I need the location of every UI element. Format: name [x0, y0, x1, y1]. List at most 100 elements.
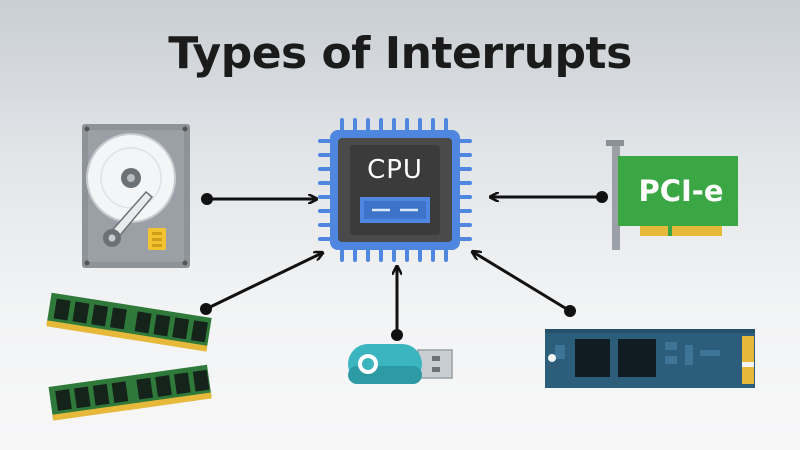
- ssd-controller-chip: [575, 339, 610, 377]
- cpu-pin: [458, 195, 472, 199]
- hdd-connector-pin: [152, 238, 162, 241]
- ssd-connector-notch: [742, 362, 754, 367]
- ram-chip: [190, 320, 208, 343]
- m2-ssd-icon: [545, 329, 755, 388]
- hdd-connector-pin: [152, 244, 162, 247]
- arrow-ram-to-cpu: [200, 253, 322, 315]
- ram-chip: [53, 298, 71, 321]
- ram-chip: [91, 304, 109, 327]
- cpu-pin: [318, 181, 332, 185]
- usb-drive-icon: [348, 344, 453, 384]
- ram-chip: [109, 307, 127, 330]
- ram-chip: [174, 372, 191, 395]
- ram-contacts: [46, 320, 208, 352]
- cpu-pin: [318, 237, 332, 241]
- hard-disk-icon: [82, 124, 190, 268]
- ram-chips: [55, 369, 210, 411]
- ssd-component: [685, 345, 693, 365]
- hdd-spindle-center: [127, 174, 135, 182]
- arrow-hard-disk-to-cpu: [201, 193, 316, 205]
- ssd-mount-hole: [548, 354, 556, 362]
- interrupt-arrows: [200, 191, 608, 341]
- cpu-pin: [431, 248, 435, 262]
- cpu-pin: [458, 181, 472, 185]
- cpu-pin: [392, 118, 396, 132]
- ssd-component: [665, 342, 677, 350]
- cpu-pins: [318, 118, 472, 262]
- ram-chip: [134, 311, 152, 334]
- pcie-contacts: [640, 226, 722, 236]
- usb-body-shade: [348, 366, 422, 384]
- ram-contacts: [52, 392, 212, 421]
- ram-chip: [192, 369, 210, 392]
- ram-chip: [55, 389, 72, 411]
- ssd-nand-chip: [618, 339, 656, 377]
- cpu-pin: [366, 248, 370, 262]
- ram-chip: [111, 381, 129, 404]
- pcie-label: PCI-e: [638, 174, 723, 208]
- cpu-pin: [379, 118, 383, 132]
- ram-chip: [73, 386, 91, 409]
- usb-keyring-hole-inner: [362, 358, 374, 370]
- cpu-pin: [392, 248, 396, 262]
- ssd-component: [665, 356, 677, 364]
- ram-chip: [153, 314, 171, 337]
- ram-chip: [172, 317, 190, 340]
- ram-stick-icon: [46, 292, 212, 352]
- ram-chips: [53, 298, 208, 343]
- cpu-pin: [379, 248, 383, 262]
- cpu-label: CPU: [367, 155, 423, 185]
- cpu-pin: [458, 139, 472, 143]
- cpu-pin: [444, 118, 448, 132]
- ram-chip: [136, 377, 154, 400]
- cpu-pin: [340, 118, 344, 132]
- cpu-pin: [340, 248, 344, 262]
- ram-chip: [72, 301, 90, 324]
- usb-metal-plug: [417, 349, 453, 379]
- hdd-screw: [84, 126, 90, 132]
- pcie-board: [618, 156, 738, 226]
- arrow-ssd-to-cpu: [473, 252, 576, 317]
- cpu-pin: [418, 248, 422, 262]
- cpu-pin: [431, 118, 435, 132]
- cpu-chip: CPU: [318, 118, 472, 262]
- cpu-pin: [405, 118, 409, 132]
- ram-chip: [92, 383, 110, 406]
- cpu-pin: [458, 209, 472, 213]
- cpu-pin: [318, 209, 332, 213]
- cpu-pin: [353, 118, 357, 132]
- usb-plug-hole: [432, 356, 440, 361]
- cpu-pin: [458, 167, 472, 171]
- cpu-pin: [405, 248, 409, 262]
- arrow-pcie-to-cpu: [491, 191, 608, 203]
- cpu-pin: [318, 139, 332, 143]
- ssd-board-edge: [545, 329, 755, 333]
- cpu-pin: [318, 153, 332, 157]
- usb-plug-hole: [432, 367, 440, 372]
- cpu-pin: [444, 248, 448, 262]
- cpu-pin: [458, 237, 472, 241]
- cpu-pin: [318, 223, 332, 227]
- hdd-screw: [182, 126, 188, 132]
- ssd-component: [555, 345, 565, 359]
- arrow-usb-to-cpu: [391, 267, 403, 341]
- cpu-pin: [418, 118, 422, 132]
- pcie-contact-gap: [668, 226, 672, 236]
- cpu-pin: [458, 223, 472, 227]
- pcie-card-icon: PCI-e: [606, 140, 738, 250]
- cpu-die-inner: [364, 201, 426, 219]
- hdd-screw: [182, 260, 188, 266]
- ssd-connector: [742, 336, 754, 384]
- cpu-pin: [318, 167, 332, 171]
- hdd-screw: [84, 260, 90, 266]
- cpu-pin: [353, 248, 357, 262]
- pcie-bracket-top: [606, 140, 624, 146]
- hdd-actuator-pivot-center: [108, 234, 116, 242]
- cpu-pin: [458, 153, 472, 157]
- hdd-connector-pin: [152, 232, 162, 235]
- cpu-pin: [366, 118, 370, 132]
- ram-chip: [155, 375, 172, 397]
- pcie-bracket: [612, 140, 620, 250]
- ssd-component: [700, 350, 720, 356]
